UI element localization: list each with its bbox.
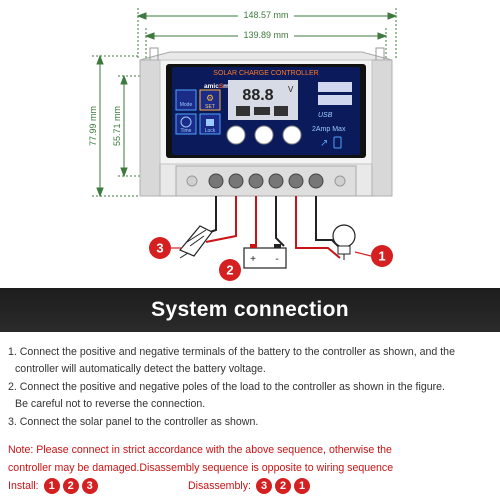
lock-label: Lock <box>205 128 216 134</box>
section-banner: System connection <box>0 288 500 332</box>
instruction-line: 2. Connect the positive and negative pol… <box>8 380 445 393</box>
dim-width-mount: 139.89 mm <box>243 30 288 40</box>
step-badge: 1 <box>294 478 310 494</box>
wiring-diagram: 148.57 mm 139.89 mm 77.99 mm 55.71 mm SO… <box>88 8 398 281</box>
lcd-unit: V <box>288 85 294 94</box>
step-badge: 3 <box>81 478 98 494</box>
note-line: controller may be damaged.Disassembly se… <box>8 462 394 474</box>
lcd-digits: 88.8 <box>242 87 273 104</box>
load-icon <box>274 106 288 116</box>
set-label: SET <box>205 104 215 110</box>
callout-battery: 2 <box>219 259 241 281</box>
phone-icon <box>333 136 342 149</box>
usb-label: USB <box>318 112 333 119</box>
svg-text:3: 3 <box>156 241 163 256</box>
indicator-battery <box>254 125 274 145</box>
svg-text:⚙: ⚙ <box>206 93 214 103</box>
dim-height-inner: 55.71 mm <box>112 106 122 146</box>
mode-icon: Mode <box>175 89 197 111</box>
battery-icon: + - <box>243 244 287 269</box>
lightning-icon: ↗ <box>320 138 328 149</box>
dim-height-total: 77.99 mm <box>88 106 98 146</box>
disassembly-sequence: Disassembly: 3 2 1 <box>188 478 310 494</box>
callout-load: 1 <box>354 245 393 267</box>
battery-minus: - <box>275 254 278 265</box>
sequence-row: Install: 1 2 3 Disassembly: 3 2 1 <box>8 478 496 498</box>
set-gear-icon: ⚙ SET <box>199 89 221 111</box>
callout-solar: 3 <box>149 237 182 259</box>
lcd-panel: SOLAR CHARGE CONTROLLER amicSmart Mode ⚙… <box>172 67 360 155</box>
status-bar <box>318 95 352 105</box>
instructions-list: 1. Connect the positive and negative ter… <box>8 344 496 431</box>
warning-note: Note: Please connect in strict accordanc… <box>8 441 496 477</box>
terminal-block <box>175 165 357 197</box>
step-badge: 1 <box>43 478 60 494</box>
lcd-title: SOLAR CHARGE CONTROLLER <box>213 70 318 77</box>
status-bar <box>318 82 352 92</box>
dimension-lines <box>92 8 398 198</box>
dim-width-total: 148.57 mm <box>243 10 288 20</box>
amp-label: 2Amp Max <box>312 126 346 133</box>
indicator-load <box>282 125 302 145</box>
lock-icon: Lock <box>199 113 221 135</box>
wires <box>197 196 341 259</box>
step-badge: 3 <box>256 478 272 494</box>
time-clock-icon: Time <box>175 113 197 135</box>
brand-s-icon: S <box>219 83 224 90</box>
disassembly-label: Disassembly: <box>188 480 251 492</box>
battery-plus: + <box>250 254 256 265</box>
svg-text:1: 1 <box>378 249 385 264</box>
svg-text:2: 2 <box>226 263 233 278</box>
solar-panel-icon <box>179 225 213 259</box>
time-label: Time <box>181 128 192 134</box>
banner-title: System connection <box>151 298 349 321</box>
step-badge: 2 <box>275 478 291 494</box>
note-line: Note: Please connect in strict accordanc… <box>8 444 392 456</box>
indicator-solar <box>226 125 246 145</box>
step-badge: 2 <box>62 478 79 494</box>
instruction-line: Be careful not to reverse the connection… <box>15 398 206 411</box>
install-label: Install: <box>8 480 39 492</box>
instruction-line: 3. Connect the solar panel to the contro… <box>8 415 259 428</box>
install-sequence: Install: 1 2 3 <box>8 478 98 494</box>
panel-icon <box>236 106 250 116</box>
light-bulb-icon <box>332 224 356 260</box>
instruction-line: 1. Connect the positive and negative ter… <box>8 346 455 358</box>
battery-icon <box>254 107 270 115</box>
instruction-line: controller will automatically detect the… <box>15 363 266 376</box>
brand-left: amic <box>204 83 219 90</box>
mode-label: Mode <box>180 102 193 108</box>
